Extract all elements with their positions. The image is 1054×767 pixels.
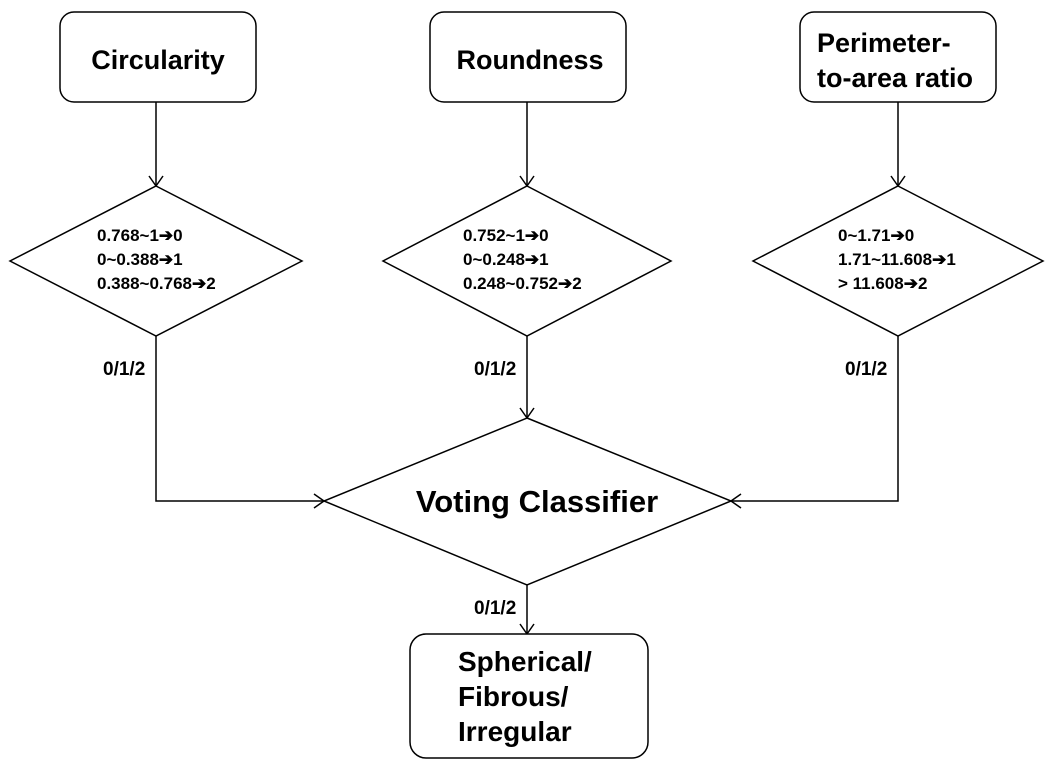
output-line-2: Fibrous/ <box>458 681 569 712</box>
perimeter-branch: Perimeter- to-area ratio 0~1.71➔0 1.71~1… <box>729 11 1045 509</box>
perimeter-title-line-2: to-area ratio <box>817 63 973 93</box>
output-node: Spherical/ Fibrous/ Irregular <box>409 633 649 759</box>
circularity-to-classifier-edge <box>155 336 324 502</box>
perimeter-rule-1: 1.71~11.608➔1 <box>838 250 956 269</box>
voting-classifier-label: Voting Classifier <box>416 484 658 519</box>
perimeter-rule-0: 0~1.71➔0 <box>838 226 914 245</box>
voting-classifier-node: Voting Classifier 0/1/2 <box>322 417 733 636</box>
circularity-rule-0: 0.768~1➔0 <box>97 226 183 245</box>
roundness-branch: Roundness 0.752~1➔0 0~0.248➔1 0.248~0.75… <box>381 11 673 420</box>
circularity-rule-1: 0~0.388➔1 <box>97 250 183 269</box>
classifier-output-edge-label: 0/1/2 <box>474 598 516 619</box>
circularity-box <box>59 11 257 103</box>
roundness-rule-2: 0.248~0.752➔2 <box>463 274 582 293</box>
perimeter-to-classifier-edge <box>731 336 899 502</box>
output-line-1: Spherical/ <box>458 646 592 677</box>
roundness-title: Roundness <box>456 45 603 75</box>
circularity-branch: Circularity 0.768~1➔0 0~0.388➔1 0.388~0.… <box>8 11 326 509</box>
perimeter-rule-2: > 11.608➔2 <box>838 274 927 293</box>
circularity-edge-label: 0/1/2 <box>103 359 145 380</box>
output-line-3: Irregular <box>458 716 572 747</box>
roundness-box <box>429 11 627 103</box>
roundness-rule-1: 0~0.248➔1 <box>463 250 549 269</box>
perimeter-title-line-1: Perimeter- <box>817 28 951 58</box>
roundness-edge-label: 0/1/2 <box>474 359 516 380</box>
output-box <box>409 633 649 759</box>
circularity-title: Circularity <box>91 45 225 75</box>
perimeter-edge-label: 0/1/2 <box>845 359 887 380</box>
circularity-rule-2: 0.388~0.768➔2 <box>97 274 216 293</box>
roundness-rule-0: 0.752~1➔0 <box>463 226 549 245</box>
